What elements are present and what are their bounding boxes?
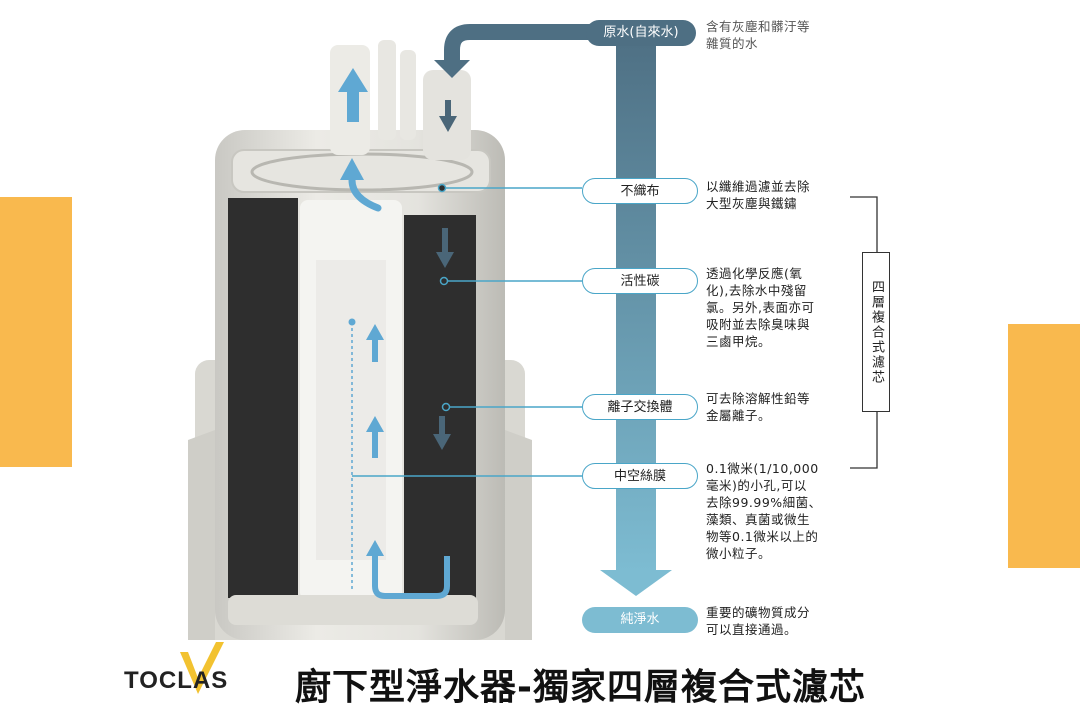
- water-flow-arrows: [338, 68, 450, 599]
- callout-activated-carbon-label: 活性碳: [582, 268, 698, 294]
- footer: [0, 642, 1080, 721]
- callout-pure-water-desc: 重要的礦物質成分 可以直接通過。: [706, 605, 811, 637]
- callout-hollow-fiber-desc: 0.1微米(1/10,000 毫米)的小孔,可以 去除99.99%細菌、 藻類、…: [706, 461, 822, 561]
- page-title: 廚下型淨水器-獨家四層複合式濾芯: [295, 667, 866, 708]
- callout-raw-water-desc: 含有灰塵和髒汙等 雜質的水: [706, 19, 811, 51]
- bracket-lines: [850, 196, 878, 469]
- callout-raw-water-label: 原水(自來水): [586, 20, 696, 46]
- callout-ion-exchange-label: 離子交換體: [582, 394, 698, 420]
- callout-nonwoven-desc: 以纖維過濾並去除 大型灰塵與鐵鏽: [706, 179, 811, 211]
- callout-ion-exchange-desc: 可去除溶解性鉛等 金屬離子。: [706, 391, 811, 423]
- callout-nonwoven-label: 不織布: [582, 178, 698, 204]
- decorative-bar-right: [1008, 324, 1080, 568]
- toclas-logo-check-icon: [180, 642, 224, 694]
- filter-cartridge-illustration: [188, 40, 532, 640]
- water-flow-down-arrows: [433, 100, 457, 450]
- callout-activated-carbon-desc: 透過化學反應(氧 化),去除水中殘留 氯。另外,表面亦可 吸附並去除臭味與 三鹵…: [706, 266, 815, 349]
- filter-diagram: [188, 24, 878, 640]
- four-layer-bracket-label: 四層複合式濾芯: [862, 252, 890, 412]
- callout-leader-lines: [352, 183, 582, 477]
- callout-pure-water-label: 純淨水: [582, 607, 698, 633]
- decorative-bar-left: [0, 197, 72, 467]
- callout-hollow-fiber-label: 中空絲膜: [582, 463, 698, 489]
- brand-logo-text: TOCLAS: [124, 667, 229, 694]
